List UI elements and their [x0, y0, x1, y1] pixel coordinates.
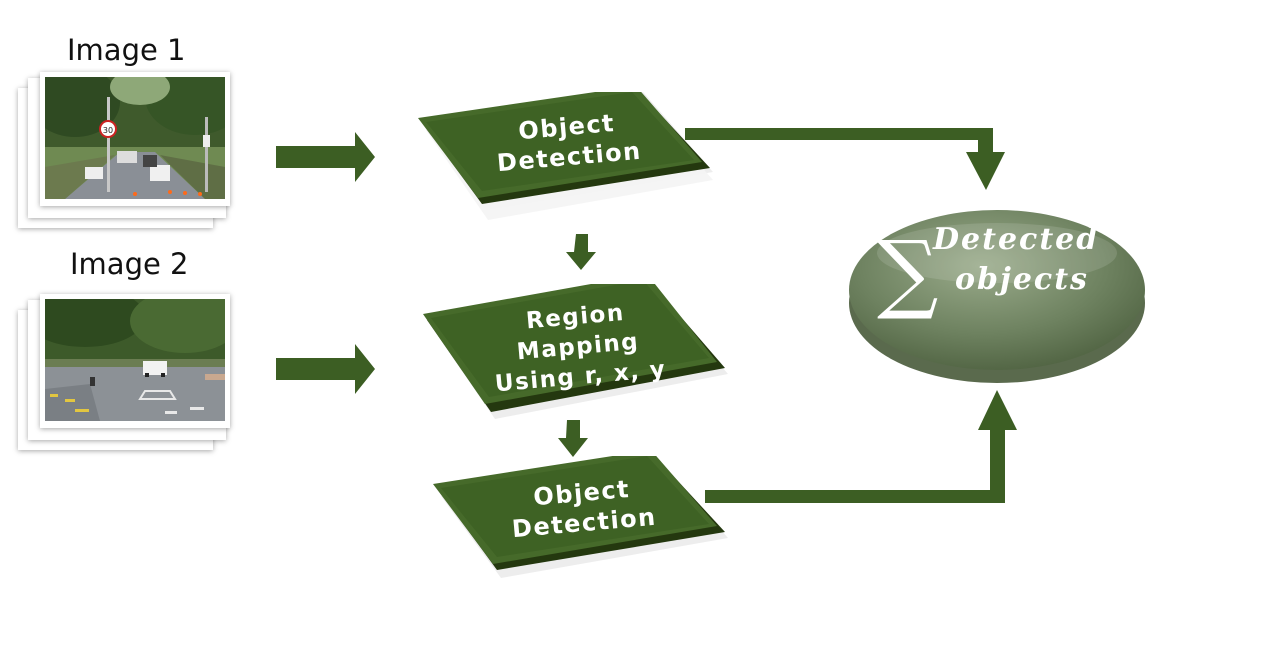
street-photo-1: 30 — [45, 77, 225, 199]
arrow-detection-to-mapping — [566, 234, 596, 270]
arrow-image2-to-mapping — [276, 344, 375, 394]
result-line: objects — [955, 262, 1089, 297]
image-2-stack — [18, 292, 233, 452]
detected-objects-result: ∑ Detected objects — [845, 198, 1150, 388]
photo-card-front — [40, 294, 230, 428]
arrow-image1-to-detection — [276, 132, 375, 182]
image-2-label: Image 2 — [66, 246, 193, 282]
svg-text:30: 30 — [103, 126, 113, 135]
photo-card-front: 30 — [40, 72, 230, 206]
image-1-label: Image 1 — [63, 32, 190, 68]
object-detection-block-top: Object Detection — [418, 92, 718, 222]
sigma-symbol: ∑ — [877, 223, 939, 323]
street-photo-2 — [45, 299, 225, 421]
arrow-detection-to-result — [685, 128, 1005, 190]
result-line: Detected — [933, 222, 1100, 257]
result-label: Detected objects — [933, 220, 1099, 300]
arrow-mapping-to-detection — [558, 420, 588, 457]
arrow-detection2-to-result — [705, 390, 1017, 503]
object-detection-block-bottom: Object Detection — [433, 456, 733, 584]
image-1-stack: 30 — [18, 70, 233, 230]
region-mapping-block: Region Mapping Using r, x, y — [423, 284, 733, 429]
